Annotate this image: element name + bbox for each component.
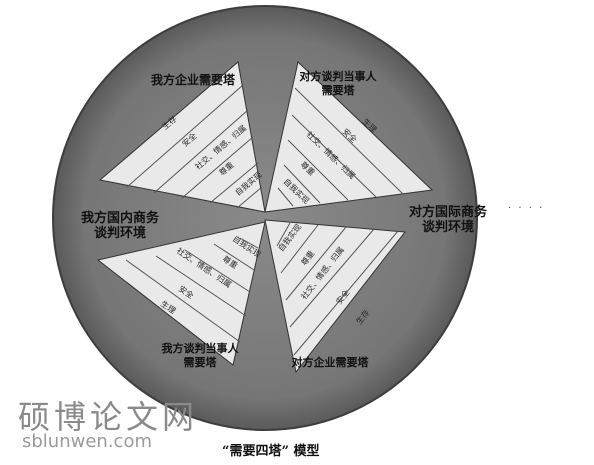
label-our-company: 我方企业需要塔 [151,72,236,87]
watermark-url: sblunwen.com [22,431,152,452]
wedge-their-company [264,219,406,374]
wedge-our-person [96,221,266,366]
label-our-person: 我方谈判当事人需要塔 [162,341,240,369]
label-their-company: 对方企业需要塔 [292,355,370,369]
label-their-person: 对方谈判当事人需要塔 [300,69,378,97]
bands-their-person [277,87,404,207]
bands-our-company [126,84,263,209]
outer-circle [52,5,478,431]
watermark-chinese: 硕博论文网 [18,398,199,436]
label-our-environment: 我方国内商务谈判环境 [81,210,160,241]
decorative-dots: · · · · [508,203,545,214]
label-their-environment: 对方国际商务谈判环境 [409,204,488,235]
figure-caption: “需要四塔” 模型 [222,444,320,459]
bands-their-company [276,222,399,356]
bands-our-person [125,237,259,343]
